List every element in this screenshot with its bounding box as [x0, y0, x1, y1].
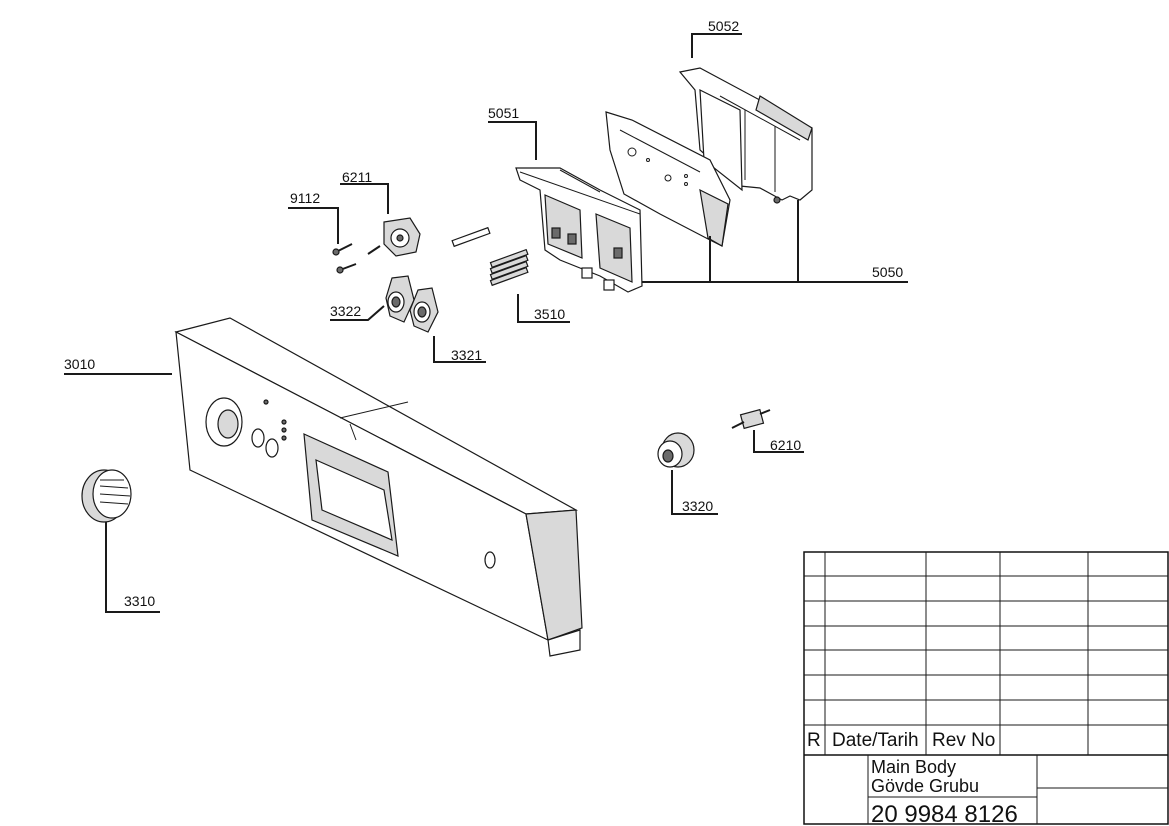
part-3310-program-knob: [81, 469, 132, 523]
label-3510: 3510: [534, 306, 565, 322]
label-5052: 5052: [708, 18, 739, 34]
label-3322: 3322: [330, 303, 361, 319]
part-3010-control-panel: [174, 317, 583, 657]
label-6210: 6210: [770, 437, 801, 453]
part-5050-circuit-board: [605, 111, 731, 247]
label-9112: 9112: [290, 190, 320, 206]
title-line-1: Main Body: [871, 757, 956, 777]
rev-column-header: R: [807, 730, 821, 751]
label-3310: 3310: [124, 593, 155, 609]
part-9112-screws: [332, 243, 357, 274]
drawing-number: 20 9984 8126: [871, 801, 1018, 826]
label-3321: 3321: [451, 347, 482, 363]
rev-no-column-header: Rev No: [932, 730, 995, 751]
title-line-2: Gövde Grubu: [871, 776, 979, 796]
date-column-header: Date/Tarih: [832, 730, 919, 751]
leader-lines: [64, 33, 908, 613]
part-3320-button-cap: [657, 432, 695, 468]
part-3510-push-rods: [451, 226, 529, 287]
label-6211: 6211: [342, 169, 372, 185]
label-3010: 3010: [64, 356, 95, 372]
part-3321-lens-clip: [409, 287, 439, 333]
label-5051: 5051: [488, 105, 519, 121]
part-3322-lens-clip: [385, 275, 415, 323]
part-6210-micro-switch: [731, 408, 771, 430]
title-block: R Date/Tarih Rev No Main Body Gövde Grub…: [803, 551, 1169, 826]
label-5050: 5050: [872, 264, 903, 280]
part-6211-rotary-switch: [367, 217, 421, 257]
label-3320: 3320: [682, 498, 713, 514]
part-number-labels: 5052 5051 6211 9112 5050 3322 3510 3321 …: [64, 18, 903, 609]
part-5051-control-frame: [515, 167, 643, 293]
